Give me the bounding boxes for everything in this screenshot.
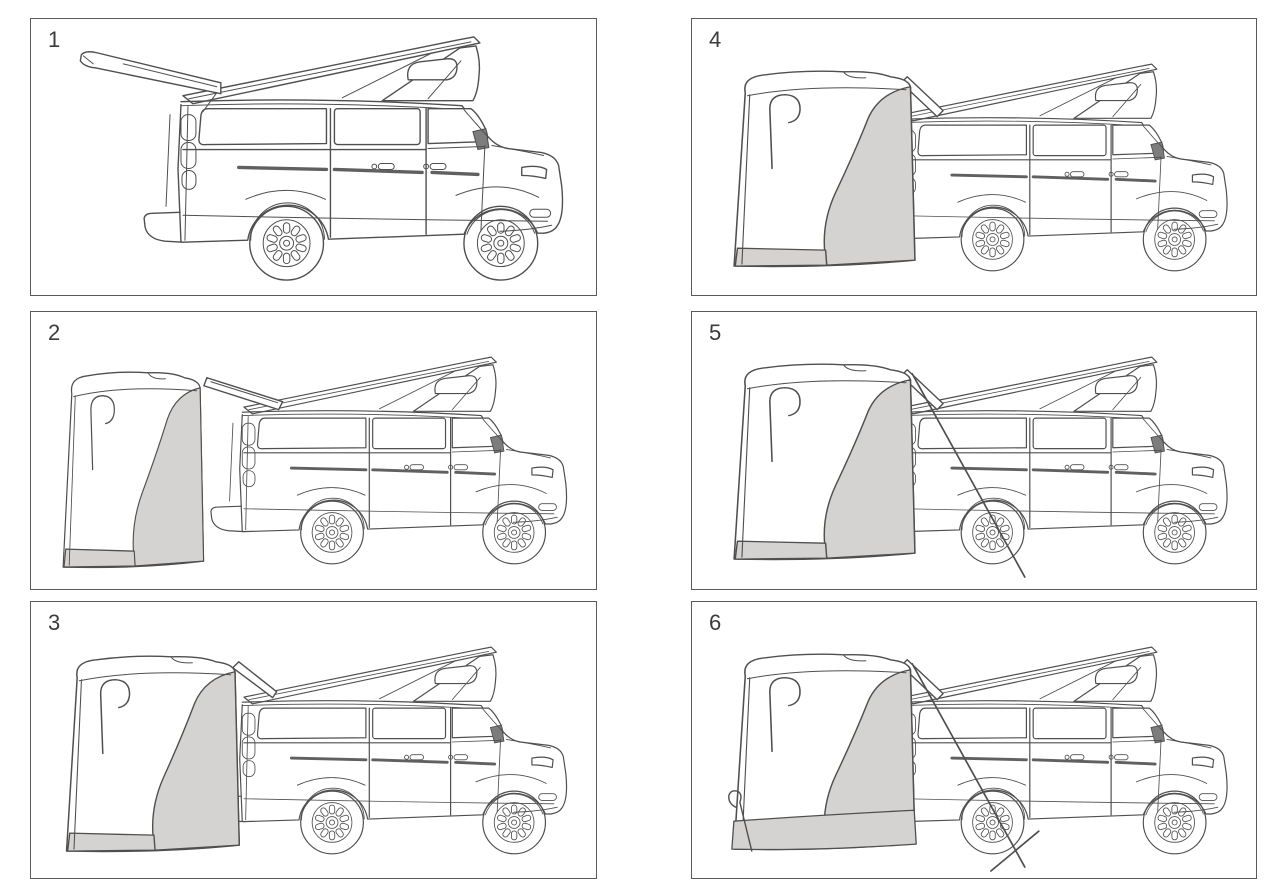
step-1-illustration [79, 19, 596, 295]
tailgate-tent [65, 655, 240, 853]
step-4-illustration [733, 19, 1256, 295]
step-number: 5 [709, 320, 722, 345]
tailgate-tent [733, 70, 916, 268]
step-number: 4 [709, 27, 722, 52]
step-number: 3 [48, 610, 61, 635]
step-3-illustration [65, 602, 596, 878]
guy-strap [911, 372, 1026, 578]
step-panel-6: 6 [691, 601, 1257, 879]
step-panel-3: 3 [30, 601, 597, 879]
step-panel-5: 5 [691, 311, 1257, 590]
tailgate-tent [62, 371, 205, 569]
campervan-side-view [211, 647, 567, 854]
campervan-side-view [144, 37, 562, 280]
step-panel-2: 2 [30, 311, 597, 590]
step-number: 2 [48, 320, 61, 345]
step-number: 1 [48, 27, 61, 52]
tent-ground-skirt [731, 809, 917, 851]
ground-peg-icon [728, 790, 753, 852]
step-2-illustration [62, 312, 596, 569]
step-number: 6 [709, 610, 722, 635]
step-5-illustration [733, 312, 1256, 578]
step-panel-4: 4 [691, 18, 1257, 296]
tailgate-tent [733, 363, 916, 561]
tailgate-edge-icon [232, 661, 278, 699]
step-panel-1: 1 [30, 18, 597, 296]
guy-strap [911, 662, 1040, 872]
tailgate-open-icon [203, 377, 284, 411]
campervan-side-view [211, 357, 567, 564]
step-6-illustration [728, 602, 1256, 872]
